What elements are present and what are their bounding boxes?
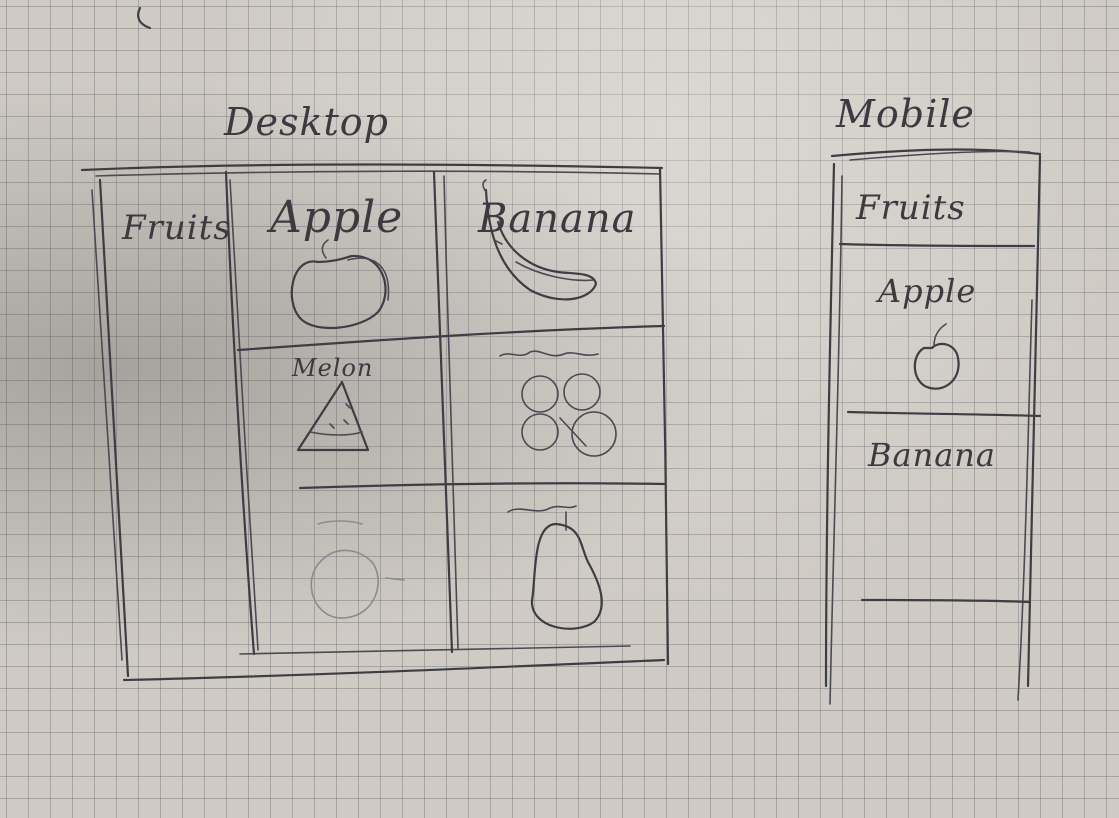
desktop-card-apple-label[interactable]: Apple xyxy=(270,192,403,243)
pencil-smudge xyxy=(138,8,150,28)
desktop-card-melon-label[interactable]: Melon xyxy=(292,354,373,382)
mobile-title: Mobile xyxy=(836,92,975,136)
pear-icon xyxy=(508,506,602,629)
desktop-title: Desktop xyxy=(224,100,389,144)
round-fruit-icon xyxy=(311,521,404,618)
mobile-header-label[interactable]: Fruits xyxy=(856,188,966,228)
apple-icon xyxy=(915,324,959,389)
desktop-card-banana-label[interactable]: Banana xyxy=(478,196,636,242)
desktop-sidebar-label[interactable]: Fruits xyxy=(122,208,232,248)
melon-slice-icon xyxy=(298,382,368,450)
mobile-item-apple-label[interactable]: Apple xyxy=(878,272,976,310)
flower-icon xyxy=(500,351,616,456)
mobile-frame xyxy=(826,150,1040,704)
apple-icon xyxy=(292,240,389,328)
mobile-item-banana-label[interactable]: Banana xyxy=(868,436,996,474)
